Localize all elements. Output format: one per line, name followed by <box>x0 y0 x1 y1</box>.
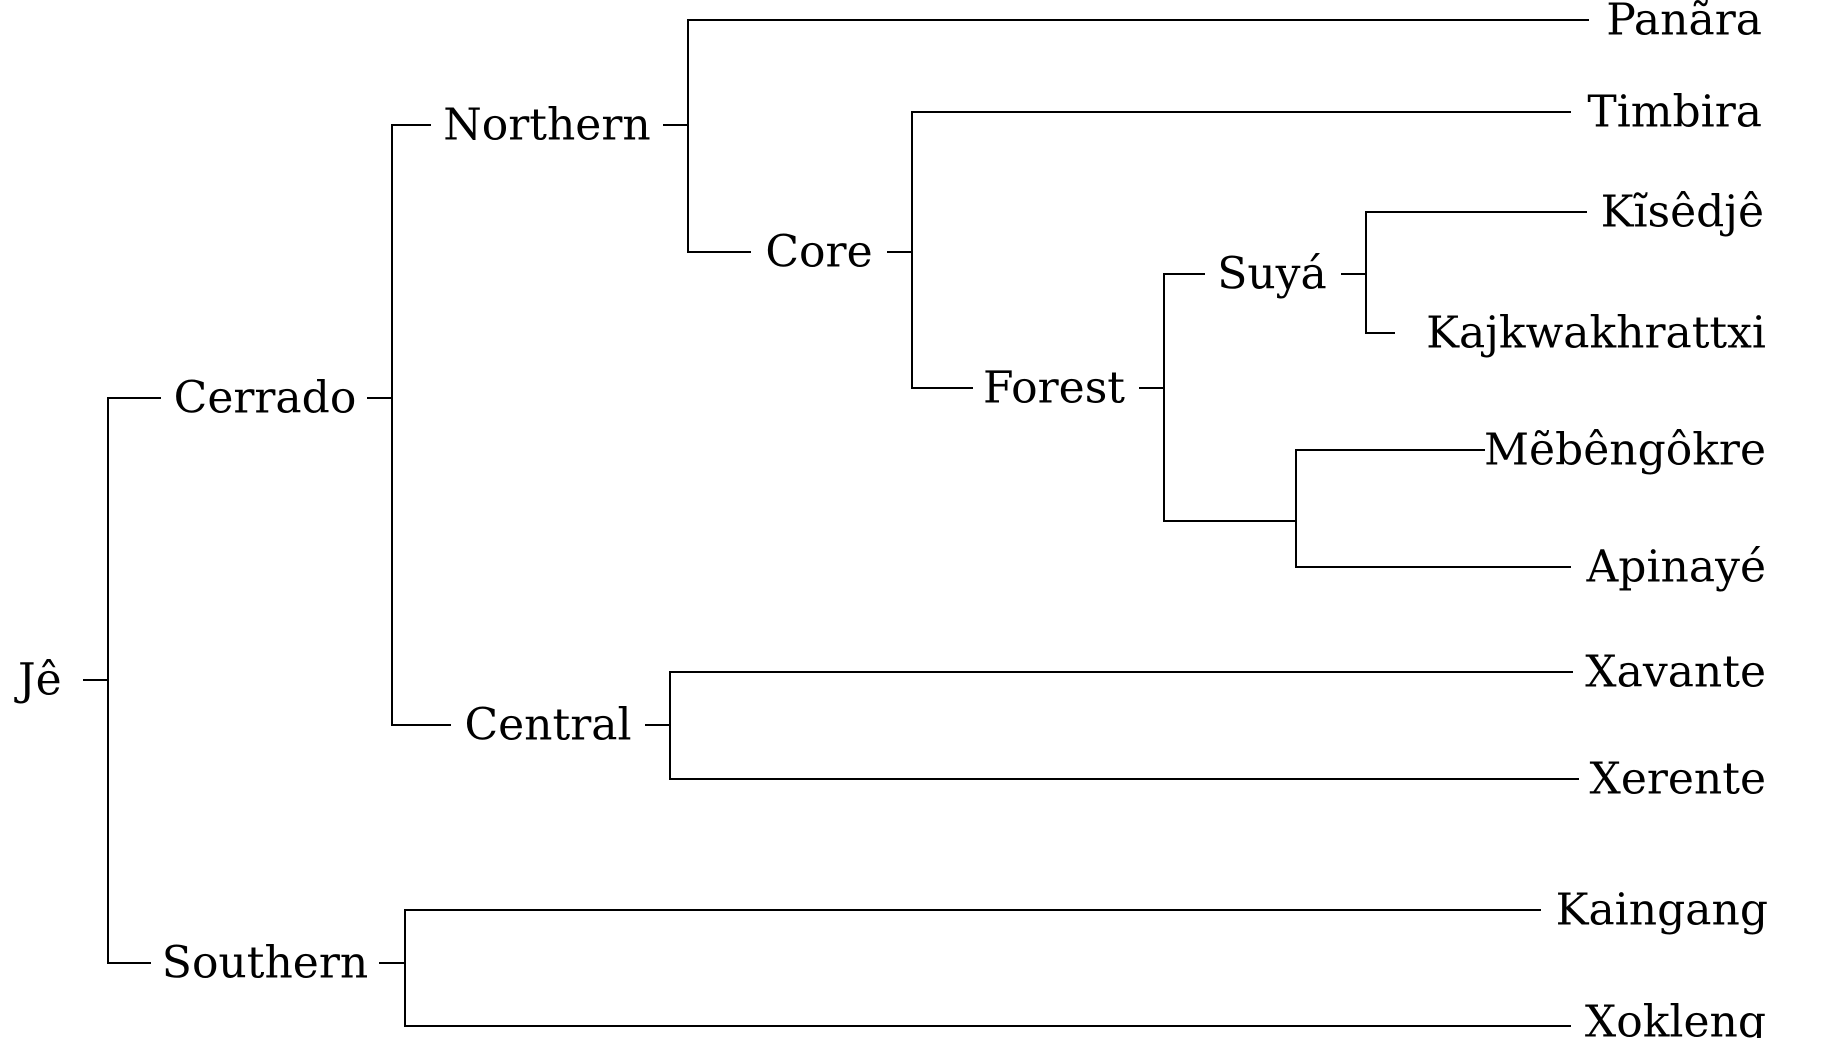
node-label-core: Core <box>765 227 872 278</box>
leaf-label-apinaye: Apinayé <box>1586 542 1766 593</box>
leaf-labels: Panãra Timbira Kĩsêdjê Kajkwakhrattxi Mẽ… <box>1426 0 1768 1038</box>
node-label-southern: Southern <box>162 938 368 989</box>
leaf-label-mebengokre: Mẽbêngôkre <box>1484 425 1766 476</box>
leaf-label-panara: Panãra <box>1606 0 1762 46</box>
node-label-northern: Northern <box>443 100 650 151</box>
leaf-label-xokleng: Xokleng <box>1585 997 1766 1038</box>
node-label-cerrado: Cerrado <box>174 373 357 424</box>
internal-node-labels: Jê Cerrado Southern Northern Central Cor… <box>14 100 1327 989</box>
node-label-suya: Suyá <box>1217 249 1327 300</box>
leaf-label-kisedje: Kĩsêdjê <box>1601 187 1764 238</box>
leaf-label-kajkwakhrattxi: Kajkwakhrattxi <box>1426 308 1766 359</box>
node-label-je: Jê <box>14 655 62 706</box>
leaf-label-timbira: Timbira <box>1587 87 1762 138</box>
leaf-label-xerente: Xerente <box>1590 754 1767 805</box>
leaf-label-xavante: Xavante <box>1585 647 1766 698</box>
tree-connectors <box>83 19 1589 1027</box>
node-label-central: Central <box>464 700 631 751</box>
node-label-forest: Forest <box>983 363 1125 414</box>
leaf-label-kaingang: Kaingang <box>1556 885 1768 936</box>
